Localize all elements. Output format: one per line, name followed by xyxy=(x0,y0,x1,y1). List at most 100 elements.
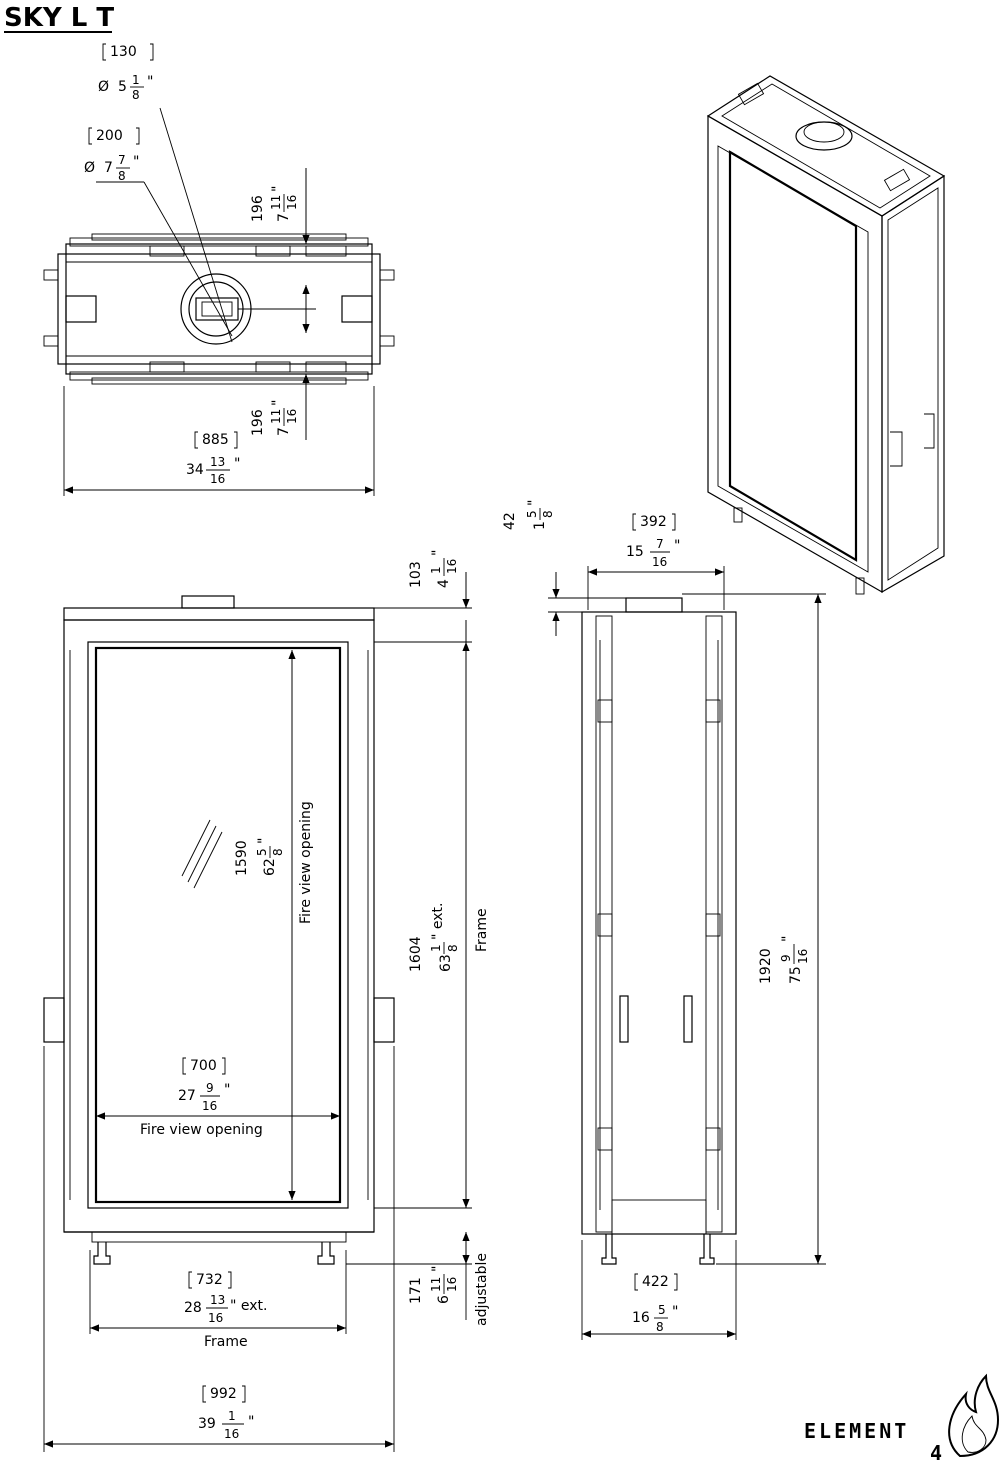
dim-feet-unit: " xyxy=(430,1266,446,1272)
dim-offset-bottom-num: 11 xyxy=(269,409,283,424)
dim-frame-width-unit: " ext. xyxy=(230,1298,267,1314)
frame-height-label: Frame xyxy=(474,908,490,952)
dim-side-height-mm: 1920 xyxy=(758,948,774,984)
dim-total-width-mm: 992 xyxy=(210,1386,237,1402)
fire-view-width-label: Fire view opening xyxy=(140,1122,263,1138)
dim-flue-inner-unit: " xyxy=(147,74,153,90)
dim-view-width: 700 27 9 16 " Fire view opening xyxy=(140,1057,263,1138)
dim-frame-height-unit: " ext. xyxy=(430,903,446,940)
fire-view-opening-vertical-label: Fire view opening xyxy=(298,801,314,924)
dim-total-width-unit: " xyxy=(248,1414,254,1430)
dim-offset-top-mm: 196 xyxy=(250,195,266,222)
dim-depth-top-mm: 392 xyxy=(640,514,667,530)
diameter-symbol: Ø xyxy=(84,160,95,176)
dim-depth-top-num: 7 xyxy=(656,537,664,551)
dim-flue-outer-mm: 200 xyxy=(96,128,123,144)
dim-depth-top-den: 16 xyxy=(652,555,667,569)
diameter-symbol: Ø xyxy=(98,79,109,95)
dim-offset-top-whole: 7 xyxy=(276,213,292,222)
dim-total-width-whole: 39 xyxy=(198,1416,216,1432)
dim-side-top-offset-den: 8 xyxy=(541,510,555,518)
isometric-view xyxy=(706,75,946,595)
dim-side-top-offset-num: 5 xyxy=(525,510,539,518)
dim-view-width-unit: " xyxy=(224,1082,230,1098)
dim-side-top-offset: 42 1 5 8 " xyxy=(502,500,555,530)
dim-depth-bottom: 422 16 5 8 " xyxy=(632,1273,678,1334)
brand-name: ELEMENT xyxy=(804,1419,909,1443)
dim-offset-top-num: 11 xyxy=(269,195,283,210)
dim-side-height-num: 9 xyxy=(779,954,793,962)
adjustable-vertical-label: adjustable xyxy=(474,1253,490,1326)
dim-feet-whole: 6 xyxy=(436,1295,452,1304)
dim-front-top-offset-whole: 4 xyxy=(436,579,452,588)
dim-flue-inner: 130 Ø 5 1 8 " xyxy=(98,43,153,102)
dim-offset-bottom-unit: " xyxy=(270,400,286,406)
dim-flue-inner-whole: 5 xyxy=(118,79,127,95)
dim-feet-mm: 171 xyxy=(408,1277,424,1304)
dim-frame-height: 1604 63 1 8 " ext. xyxy=(408,903,460,972)
dim-view-width-num: 9 xyxy=(206,1081,214,1095)
dim-depth-top: 392 15 7 16 " xyxy=(626,513,680,569)
dim-flue-outer-unit: " xyxy=(133,154,139,170)
dim-frame-width-mm: 732 xyxy=(196,1272,223,1288)
dim-top-width-den: 16 xyxy=(210,472,225,486)
top-view xyxy=(43,107,395,496)
dim-offset-top-den: 16 xyxy=(285,195,299,210)
dim-frame-height-whole: 63 xyxy=(438,954,454,972)
dim-frame-height-mm: 1604 xyxy=(408,936,424,972)
dim-depth-top-unit: " xyxy=(674,538,680,554)
dim-side-height-den: 16 xyxy=(796,949,810,964)
brand-suffix: 4 xyxy=(930,1441,942,1465)
dim-total-width-den: 16 xyxy=(224,1427,239,1441)
dim-flue-inner-mm: 130 xyxy=(110,44,137,60)
dim-front-top-offset-den: 16 xyxy=(445,559,459,574)
dim-top-width-unit: " xyxy=(234,456,240,472)
dim-depth-bottom-unit: " xyxy=(672,1304,678,1320)
dim-view-width-den: 16 xyxy=(202,1099,217,1113)
dim-view-height-unit: " xyxy=(256,838,272,844)
dim-flue-outer-whole: 7 xyxy=(104,160,113,176)
dim-view-height-whole: 62 xyxy=(262,858,278,876)
dim-depth-top-whole: 15 xyxy=(626,544,644,560)
dim-frame-width-num: 13 xyxy=(210,1293,225,1307)
dim-frame-width-den: 16 xyxy=(208,1311,223,1325)
dim-offset-top-unit: " xyxy=(270,186,286,192)
dim-total-width-num: 1 xyxy=(228,1409,236,1423)
dim-frame-height-num: 1 xyxy=(429,944,443,952)
dim-flue-inner-num: 1 xyxy=(132,73,140,87)
dim-offset-bottom: 196 7 11 16 " xyxy=(250,400,299,436)
dim-side-top-offset-mm: 42 xyxy=(502,512,518,530)
dim-feet: 171 6 11 16 " xyxy=(408,1266,459,1304)
adjustable-label: adjustable xyxy=(474,1253,490,1326)
dim-flue-outer-den: 8 xyxy=(118,169,126,183)
title-text: SKY L T xyxy=(4,3,114,33)
dim-offset-bottom-mm: 196 xyxy=(250,409,266,436)
dim-front-top-offset-mm: 103 xyxy=(408,561,424,588)
dim-front-top-offset-num: 1 xyxy=(429,566,443,574)
dim-depth-bottom-num: 5 xyxy=(658,1303,666,1317)
dim-flue-outer-num: 7 xyxy=(118,153,126,167)
dim-top-width-num: 13 xyxy=(210,455,225,469)
dim-depth-bottom-den: 8 xyxy=(656,1320,664,1334)
dim-flue-outer: 200 Ø 7 7 8 " xyxy=(84,127,139,183)
dim-flue-inner-den: 8 xyxy=(132,88,140,102)
frame-width-label: Frame xyxy=(204,1334,248,1350)
dim-total-width: 992 39 1 16 " xyxy=(198,1385,254,1441)
dim-side-top-offset-unit: " xyxy=(526,500,542,506)
frame-vertical-label: Frame xyxy=(474,908,490,952)
side-view xyxy=(548,566,826,1340)
dim-top-width-whole: 34 xyxy=(186,462,204,478)
dim-top-width-mm: 885 xyxy=(202,432,229,448)
dim-offset-top: 196 7 11 16 " xyxy=(250,186,299,222)
flame-icon xyxy=(948,1373,1000,1458)
dim-side-height-whole: 75 xyxy=(788,966,804,984)
dim-view-height-den: 8 xyxy=(271,848,285,856)
dim-view-width-mm: 700 xyxy=(190,1058,217,1074)
front-view xyxy=(43,572,472,1452)
dim-offset-bottom-den: 16 xyxy=(285,409,299,424)
dim-feet-num: 11 xyxy=(429,1277,443,1292)
dim-frame-width: 732 28 13 16 " ext. Frame xyxy=(184,1271,267,1350)
dim-depth-bottom-whole: 16 xyxy=(632,1310,650,1326)
dim-side-height-unit: " xyxy=(780,936,796,942)
